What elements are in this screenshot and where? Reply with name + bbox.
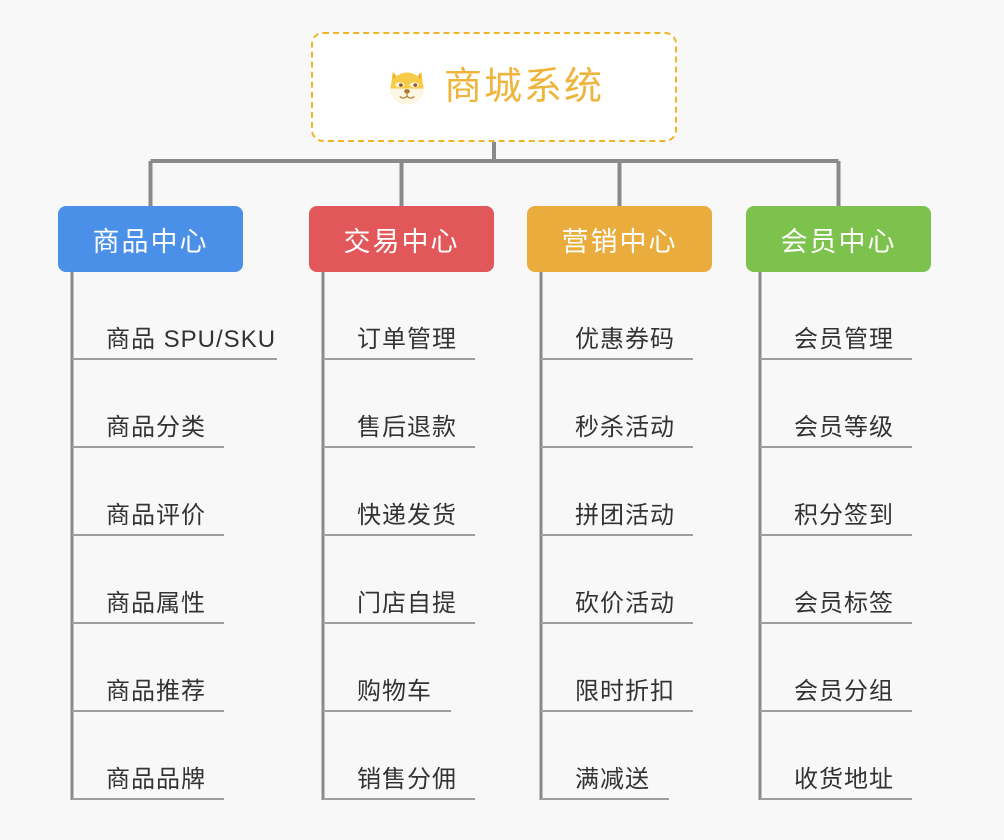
leaf-item[interactable]: 订单管理 bbox=[323, 272, 475, 360]
leaf-item-label: 拼团活动 bbox=[575, 502, 675, 530]
leaf-item-label: 会员等级 bbox=[794, 414, 894, 442]
root-title: 商城系统 bbox=[443, 66, 604, 108]
leaf-item-label: 门店自提 bbox=[357, 590, 457, 618]
leaf-item-label: 商品品牌 bbox=[106, 766, 206, 794]
leaf-item[interactable]: 收货地址 bbox=[760, 712, 912, 800]
leaf-item[interactable]: 会员标签 bbox=[760, 536, 912, 624]
leaf-item-label: 积分签到 bbox=[794, 502, 894, 530]
leaf-item[interactable]: 商品品牌 bbox=[72, 712, 224, 800]
category-head-marketing-center[interactable]: 营销中心 bbox=[527, 206, 712, 272]
leaf-item-label: 会员管理 bbox=[794, 326, 894, 354]
leaf-item-label: 收货地址 bbox=[794, 766, 894, 794]
leaf-item-label: 会员分组 bbox=[794, 678, 894, 706]
leaf-item[interactable]: 限时折扣 bbox=[541, 624, 693, 712]
leaf-item[interactable]: 拼团活动 bbox=[541, 448, 693, 536]
leaf-item[interactable]: 售后退款 bbox=[323, 360, 475, 448]
leaf-item-label: 会员标签 bbox=[794, 590, 894, 618]
leaf-item-label: 购物车 bbox=[357, 678, 432, 706]
leaf-item[interactable]: 满减送 bbox=[541, 712, 669, 800]
category-head-label: 交易中心 bbox=[343, 226, 460, 257]
leaf-item[interactable]: 会员等级 bbox=[760, 360, 912, 448]
leaf-item-label: 售后退款 bbox=[357, 414, 457, 442]
leaf-item[interactable]: 购物车 bbox=[323, 624, 451, 712]
category-head-trade-center[interactable]: 交易中心 bbox=[309, 206, 494, 272]
leaf-item-label: 限时折扣 bbox=[575, 678, 675, 706]
leaf-item[interactable]: 会员管理 bbox=[760, 272, 912, 360]
category-head-label: 商品中心 bbox=[92, 226, 209, 257]
leaf-item[interactable]: 商品推荐 bbox=[72, 624, 224, 712]
leaf-item-label: 商品分类 bbox=[106, 414, 206, 442]
leaf-item-label: 订单管理 bbox=[357, 326, 457, 354]
leaf-item[interactable]: 会员分组 bbox=[760, 624, 912, 712]
leaf-item-label: 商品 SPU/SKU bbox=[106, 326, 277, 354]
category-head-label: 会员中心 bbox=[780, 226, 897, 257]
leaf-item[interactable]: 商品 SPU/SKU bbox=[72, 272, 277, 360]
leaf-item-label: 优惠券码 bbox=[575, 326, 675, 354]
category-head-member-center[interactable]: 会员中心 bbox=[746, 206, 931, 272]
leaf-item[interactable]: 快递发货 bbox=[323, 448, 475, 536]
leaf-item[interactable]: 商品分类 bbox=[72, 360, 224, 448]
leaf-item[interactable]: 砍价活动 bbox=[541, 536, 693, 624]
leaf-item[interactable]: 商品评价 bbox=[72, 448, 224, 536]
leaf-item-label: 秒杀活动 bbox=[575, 414, 675, 442]
leaf-item-label: 砍价活动 bbox=[575, 590, 675, 618]
leaf-item-label: 商品推荐 bbox=[106, 678, 206, 706]
leaf-item[interactable]: 门店自提 bbox=[323, 536, 475, 624]
leaf-item-label: 销售分佣 bbox=[357, 766, 457, 794]
leaf-item-label: 满减送 bbox=[575, 766, 650, 794]
category-head-product-center[interactable]: 商品中心 bbox=[58, 206, 243, 272]
shiba-dog-icon bbox=[390, 71, 424, 105]
leaf-item-label: 快递发货 bbox=[357, 502, 457, 530]
leaf-item-label: 商品评价 bbox=[106, 502, 206, 530]
leaf-item[interactable]: 销售分佣 bbox=[323, 712, 475, 800]
leaf-item[interactable]: 优惠券码 bbox=[541, 272, 693, 360]
leaf-item[interactable]: 积分签到 bbox=[760, 448, 912, 536]
category-head-label: 营销中心 bbox=[561, 226, 678, 257]
root-node[interactable]: 商城系统 bbox=[311, 32, 677, 142]
leaf-item-label: 商品属性 bbox=[106, 590, 206, 618]
leaf-item[interactable]: 商品属性 bbox=[72, 536, 224, 624]
leaf-item[interactable]: 秒杀活动 bbox=[541, 360, 693, 448]
